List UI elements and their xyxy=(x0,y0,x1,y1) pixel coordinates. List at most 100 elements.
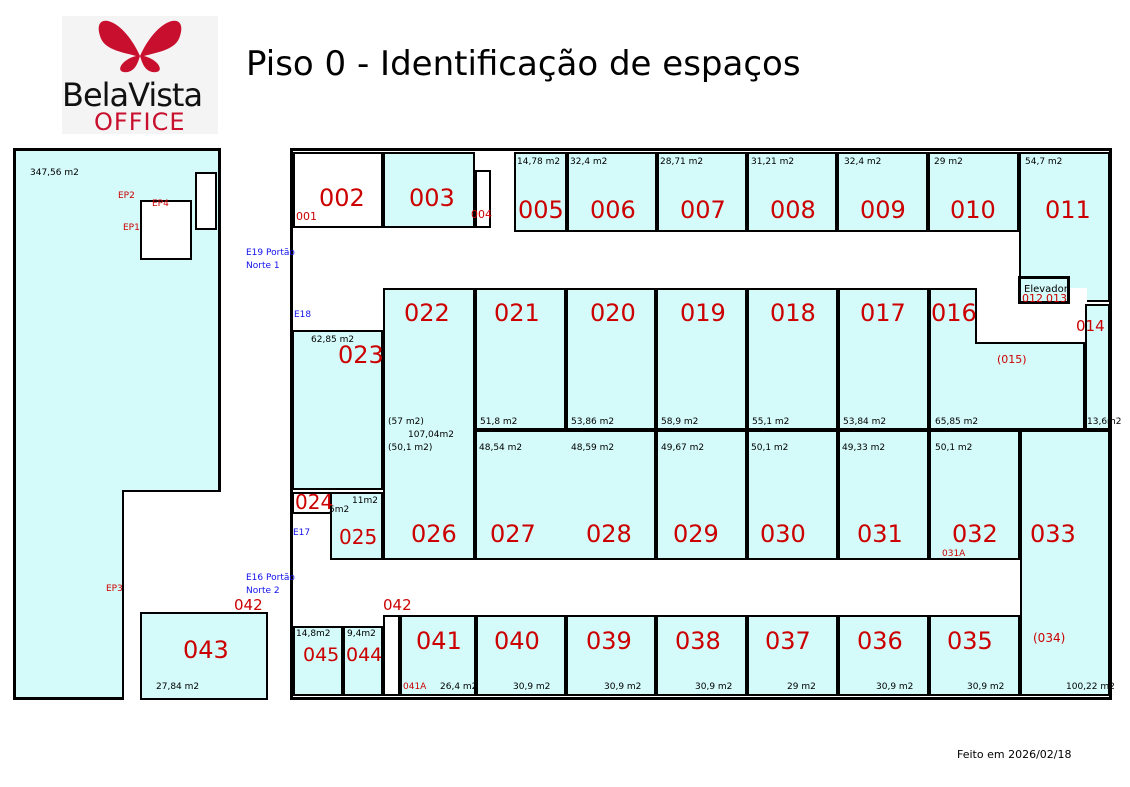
stairs-042 xyxy=(383,615,400,696)
room-029[interactable] xyxy=(656,430,747,560)
entrance-e16: E16 Portão Norte 2 xyxy=(246,572,295,598)
entrance-e19: E19 Portão Norte 1 xyxy=(246,247,295,273)
label-008: 008 xyxy=(770,196,816,224)
room-032[interactable] xyxy=(929,430,1020,560)
label-003: 003 xyxy=(409,184,455,212)
area-015: 65,85 m2 xyxy=(935,417,979,427)
label-037: 037 xyxy=(765,627,811,655)
room-039[interactable] xyxy=(566,615,656,696)
label-004: 004 xyxy=(471,208,492,221)
label-039: 039 xyxy=(586,627,632,655)
label-007: 007 xyxy=(680,196,726,224)
logo-sub: OFFICE xyxy=(94,108,186,136)
area-043: 27,84 m2 xyxy=(156,682,200,692)
label-016: 016 xyxy=(931,299,977,327)
area-019: 58,9 m2 xyxy=(661,417,699,427)
room-041[interactable] xyxy=(400,615,476,696)
room-038[interactable] xyxy=(656,615,747,696)
entrance-e18: E18 xyxy=(294,310,312,320)
label-ep3: EP3 xyxy=(106,584,123,594)
area-020: 53,86 m2 xyxy=(571,417,615,427)
room-004[interactable] xyxy=(475,170,491,228)
area-030: 50,1 m2 xyxy=(751,443,789,453)
area-029: 49,67 m2 xyxy=(661,443,705,453)
footer-date: Feito em 2026/02/18 xyxy=(957,748,1072,761)
entrance-e16-line1: E16 Portão xyxy=(246,573,295,583)
room-006[interactable] xyxy=(567,152,657,232)
room-007[interactable] xyxy=(657,152,747,232)
room-019[interactable] xyxy=(656,288,747,430)
label-038: 038 xyxy=(675,627,721,655)
label-043: 043 xyxy=(183,636,229,664)
room-030[interactable] xyxy=(747,430,838,560)
label-014: 014 xyxy=(1076,317,1105,335)
area-010: 29 m2 xyxy=(934,157,963,167)
label-011: 011 xyxy=(1045,196,1091,224)
label-018: 018 xyxy=(770,299,816,327)
label-023: 023 xyxy=(338,341,384,369)
room-002[interactable] xyxy=(293,152,383,228)
room-027-028[interactable] xyxy=(475,430,656,560)
area-022-b: 107,04m2 xyxy=(408,430,454,440)
label-030: 030 xyxy=(760,520,806,548)
room-035[interactable] xyxy=(929,615,1020,696)
room-025[interactable] xyxy=(330,492,383,560)
room-023[interactable] xyxy=(292,330,383,490)
room-037[interactable] xyxy=(747,615,838,696)
label-015: (015) xyxy=(997,353,1027,366)
room-043[interactable] xyxy=(140,612,268,700)
room-020[interactable] xyxy=(566,288,656,430)
area-left: 347,56 m2 xyxy=(30,168,79,178)
label-010: 010 xyxy=(950,196,996,224)
room-005[interactable] xyxy=(514,152,567,232)
area-018: 55,1 m2 xyxy=(752,417,790,427)
room-045[interactable] xyxy=(293,626,343,696)
area-021: 51,8 m2 xyxy=(480,417,518,427)
room-009[interactable] xyxy=(837,152,928,232)
label-045: 045 xyxy=(303,644,340,666)
area-044: 9,4m2 xyxy=(347,629,376,639)
label-017: 017 xyxy=(860,299,906,327)
room-040[interactable] xyxy=(476,615,566,696)
area-023: 62,85 m2 xyxy=(311,335,355,345)
room-003[interactable] xyxy=(383,152,475,228)
area-008: 31,21 m2 xyxy=(751,157,795,167)
label-044: 044 xyxy=(346,644,383,666)
area-037: 29 m2 xyxy=(787,682,816,692)
label-elevator: Elevador xyxy=(1024,284,1068,295)
area-032: 50,1 m2 xyxy=(935,443,973,453)
room-044[interactable] xyxy=(343,626,383,696)
label-ep1: EP1 xyxy=(123,223,140,233)
entrance-e19-line2: Norte 1 xyxy=(246,261,280,271)
room-021[interactable] xyxy=(475,288,566,430)
room-010[interactable] xyxy=(928,152,1019,232)
area-033: 100,22 m2 xyxy=(1066,682,1115,692)
label-002: 002 xyxy=(319,184,365,212)
area-036: 30,9 m2 xyxy=(876,682,914,692)
entrance-e16-line2: Norte 2 xyxy=(246,586,280,596)
room-008[interactable] xyxy=(747,152,837,232)
room-036[interactable] xyxy=(838,615,929,696)
area-038: 30,9 m2 xyxy=(695,682,733,692)
belavista-logo: BelaVista OFFICE xyxy=(62,16,218,136)
room-018[interactable] xyxy=(747,288,838,430)
room-033-034[interactable] xyxy=(1020,430,1110,696)
label-013: 013 xyxy=(1046,292,1067,305)
label-028: 028 xyxy=(586,520,632,548)
room-022-026[interactable] xyxy=(383,288,475,560)
label-042-left: 042 xyxy=(234,596,263,614)
label-032: 032 xyxy=(952,520,998,548)
label-012: 012 xyxy=(1022,292,1043,305)
label-021: 021 xyxy=(494,299,540,327)
room-014[interactable] xyxy=(1085,304,1110,430)
area-028: 48,59 m2 xyxy=(571,443,615,453)
label-031: 031 xyxy=(857,520,903,548)
room-031[interactable] xyxy=(838,430,929,560)
label-025: 025 xyxy=(339,525,378,549)
room-017[interactable] xyxy=(838,288,929,430)
logo-name: BelaVista xyxy=(62,76,203,114)
area-022-c: (50,1 m2) xyxy=(388,443,433,453)
label-035: 035 xyxy=(947,627,993,655)
label-019: 019 xyxy=(680,299,726,327)
area-024: 5m2 xyxy=(329,505,350,515)
